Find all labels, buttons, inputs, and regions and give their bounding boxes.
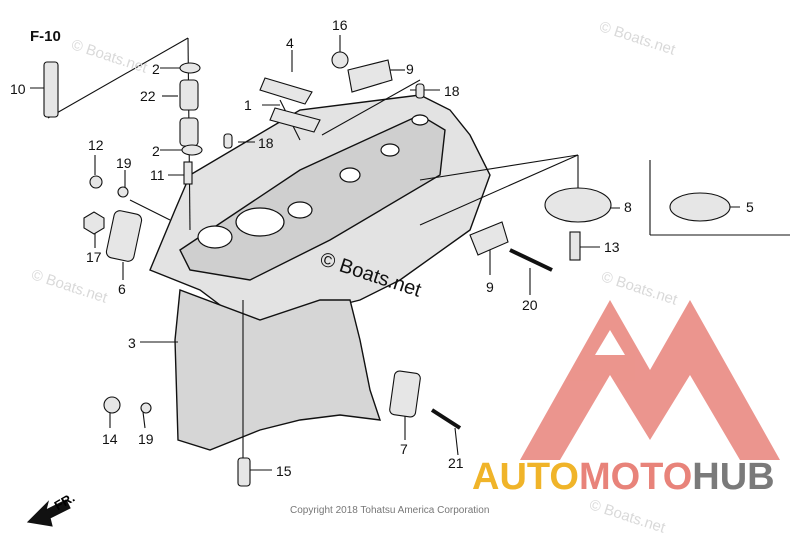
callout-label: 16 (332, 17, 348, 33)
callout-label: 9 (486, 279, 494, 295)
callout-label: 2 (152, 61, 160, 77)
figure-reference: F-10 (30, 28, 61, 45)
callout-label: 9 (406, 61, 414, 77)
callout-label: 2 (152, 143, 160, 159)
callout-label: 11 (150, 167, 165, 183)
brand-part-auto: AUTO (472, 456, 579, 498)
callout-label: 5 (746, 199, 754, 215)
callout-label: 8 (624, 199, 632, 215)
part-13-bolt (569, 231, 581, 261)
part-19-washer-upper (117, 186, 129, 198)
part-7-cover (389, 370, 421, 418)
callout-label: 20 (522, 297, 538, 313)
small-parts (26, 51, 731, 527)
part-8-trim-tab (544, 187, 612, 223)
callout-label: 21 (448, 455, 464, 471)
part-14-plug (103, 396, 121, 414)
front-arrow-icon (26, 499, 71, 527)
part-2-clip-lower (181, 144, 203, 156)
part-16-nut (331, 51, 349, 69)
part-21-bolt (430, 408, 462, 430)
part-9-anode-upper (347, 59, 393, 93)
part-12-bolt (89, 175, 103, 189)
part-17-nut (83, 211, 105, 235)
brand-logo-text: AUTOMOTOHUB (472, 456, 775, 499)
part-19-washer-lower (140, 402, 152, 414)
part-1-pad (269, 107, 321, 133)
callout-label: 12 (88, 137, 104, 153)
part-22-tube-lower (179, 117, 199, 147)
callout-label: 6 (118, 281, 126, 297)
part-9-anode-lower (469, 221, 509, 256)
callout-label: 22 (140, 88, 156, 104)
copyright-text: Copyright 2018 Tohatsu America Corporati… (290, 505, 490, 516)
callout-label: 7 (400, 441, 408, 457)
brand-part-hub: HUB (692, 456, 775, 498)
part-2-clip-upper (179, 62, 201, 74)
part-6-cover (105, 210, 143, 262)
part-10-hose (43, 61, 59, 118)
gasket-holes (197, 114, 429, 249)
part-18-pin-lower (223, 133, 233, 149)
brand-triangle-logo (520, 300, 780, 460)
callout-label: 18 (258, 135, 274, 151)
callout-label: 1 (244, 97, 252, 113)
callout-label: 10 (10, 81, 26, 97)
part-11-bolt (183, 161, 193, 185)
part-5-trim-tab (669, 192, 731, 222)
callout-label: 13 (604, 239, 620, 255)
callout-label: 4 (286, 35, 294, 51)
brand-part-moto: MOTO (578, 456, 693, 498)
part-20-bolt (509, 248, 553, 272)
part-22-tube-upper (179, 79, 199, 111)
callout-label: 14 (102, 431, 118, 447)
callout-label: 19 (116, 155, 132, 171)
gear-case-housing (149, 94, 491, 451)
callout-label: 19 (138, 431, 154, 447)
part-15-screw (237, 457, 251, 487)
callout-label: 18 (444, 83, 460, 99)
part-18-pin-upper (415, 83, 425, 99)
callout-label: 15 (276, 463, 292, 479)
callout-label: 17 (86, 249, 102, 265)
part-4-pad (259, 77, 313, 105)
callout-label: 3 (128, 335, 136, 351)
